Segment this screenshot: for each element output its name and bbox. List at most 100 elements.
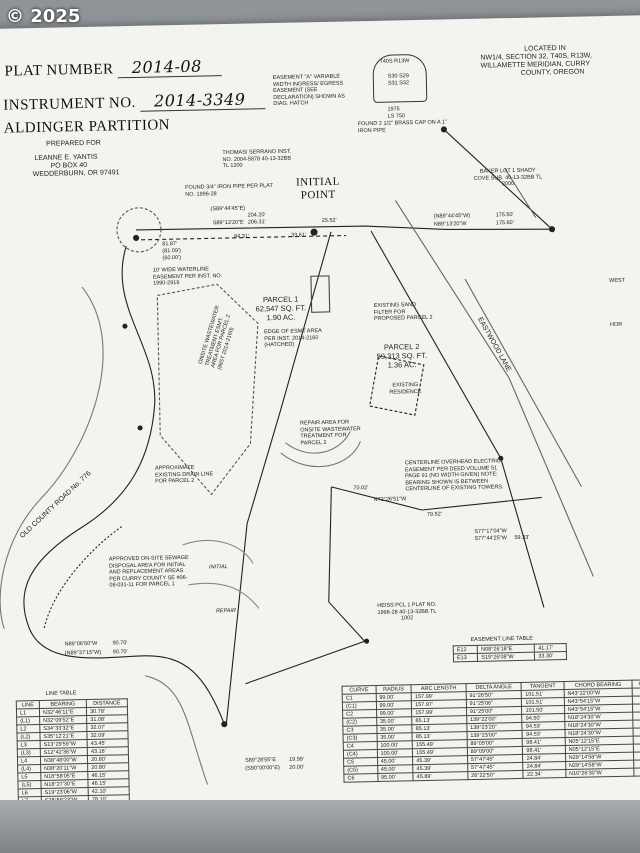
dim-60-00: (60.00') [162,255,181,261]
monument-marker-4 [221,721,228,728]
sand-filter-note: EXISTING SAND FILTER FOR PROPOSED PARCEL… [373,302,433,322]
dim-84-31: 84.31' [234,234,249,240]
dim-81-87: 81.87' [162,241,177,247]
easement-table-row-cell: E13 [453,653,478,662]
easement-table-title: EASEMENT LINE TABLE [470,635,534,643]
curve-table-row-cell [633,727,640,737]
curve-table-row-cell [633,719,640,729]
monument-marker-5 [364,638,370,644]
waterline-note: 10' WIDE WATERLINE EASEMENT PER INST. No… [152,266,223,287]
south-line-parcel2 [331,486,542,511]
parcel1-acres: 1.90 Ac. [266,312,296,323]
parcel-division-line [225,231,332,725]
curve-table-row-cell [633,735,640,745]
centerline-note: CENTERLINE OVERHEAD ELECTRIC EASEMENT PE… [404,458,504,493]
north-boundary [135,225,553,231]
bearing-south-2: S77°44'25"W [474,535,507,542]
repair-area-note: REPAIR AREA FOR ONSITE WASTEWATER TREATM… [299,419,361,447]
monument-marker-3 [137,425,143,431]
found-pipe-note: FOUND 3/4" IRON PIPE PER PLAT No. 1996-2… [185,183,273,198]
initial-area-label: INITIAL [208,564,228,571]
plat-document: PLAT NUMBER 2014-08 INSTRUMENT NO. 2014-… [0,14,640,838]
residence-label: EXISTING RESIDENCE [389,382,422,396]
curve-table-row-cell: 22.34' [523,769,566,779]
repair-arc-2 [280,441,361,468]
plat-map: 81.87' (81.09') (60.00') 84.31' 33.61' 2… [0,126,594,785]
nw-corner-circle [116,207,162,253]
parcel1-label: PARCEL 1 62,547 Sq. Ft. 1.90 Ac. [255,294,307,323]
edge-esmt-note: EDGE OF ESMT AREA PER INST. 2014-2160 (H… [264,328,322,349]
road-bottom-edge [145,675,209,785]
repair-arc-1 [285,431,351,454]
bearing-road-1: N89°06'50"W [65,641,99,648]
curve-table-row-cell [633,743,640,753]
bearing-bottom-2: (S90°00'00"E) [245,765,280,772]
eastwood-lane-edge-2 [464,278,582,487]
bearing-bottom-1: S89°28'55"E [245,757,276,764]
dim-90-70b: 90.70' [113,649,128,655]
dim-33-61: 33.61' [291,232,306,238]
monument-marker-7 [548,226,556,233]
waterline-line [141,234,347,241]
road-west-edge [0,286,104,629]
eastwood-lane-edge [394,200,594,577]
heiss-west-line [245,486,366,685]
dim-204-20: 204.20' [248,212,266,218]
dim-59-33: 59.33' [514,535,529,541]
curve-table-row-cell [634,767,640,777]
curve-table-row-cell: C6 [343,773,378,783]
line-table-title: LINE TABLE [45,690,77,697]
curve-table-row-cell [632,711,640,721]
dim-90-70a: 90.70' [113,640,128,646]
monument-marker-6 [498,455,504,461]
curve-table-row-cell: N10°26'30"W [565,768,635,778]
monument-marker-2 [122,323,128,329]
dim-206-31: 206.31' [248,219,266,225]
initial-point-label: INITIAL POINT [295,175,341,202]
sewage-disposal-note: APPROVED ON-SITE SEWAGE DISPOSAL AREA FO… [108,554,189,589]
septic-arc-1 [182,540,254,564]
hor-label: HOR [609,321,623,329]
dim-81-09: (81.09') [162,248,181,254]
repair-area-label: REPAIR [215,607,237,615]
eastwood-lane-label: EASTWOOD LANE [476,316,512,373]
dim-70-02: 70.02' [353,485,368,491]
easement-table-row-cell: S19°26'08"W [477,652,535,662]
baker-note: BAKER LOT 1 SHADY COVE SUB. 40-13-32BB T… [473,167,543,188]
dim-20-00: 20.00' [289,765,304,771]
curve-col-header: CHO [632,679,640,689]
easement-area [156,283,259,496]
bearing-n2: S89°13'20"E [213,220,244,227]
curve-table-row-cell: 95.00' [377,772,414,782]
heiss-note: HEISS PCL 1 PLAT No. 1996-28 40-13-32BB … [377,601,437,622]
curve-table-row-cell: 45.89' [413,771,468,781]
curve-table-row-cell [633,751,640,761]
bearing-electric-1: N72°26'51"W [374,496,408,503]
copyright-watermark: © 2025 [6,6,81,27]
curve-table-row-cell [632,695,640,705]
bearing-south-1: S77°17'04"W [474,528,507,535]
dim-25-52: 25.52' [322,218,337,224]
baker-corner-line [504,167,537,218]
septic-arc-2 [188,582,260,609]
curve-table-row-cell [632,687,640,697]
dim-19-99: 19.99' [289,757,304,763]
bearing-road-2: (N89°37'15"W) [65,650,102,657]
road-inner-line [43,525,123,629]
bearing-ne1: (N89°44'45"W) [434,213,471,220]
drain-line-note: APPROXIMATE EXISTING DRAIN LINE FOR PARC… [154,464,214,485]
dim-175-50: 175.50' [496,212,514,218]
old-county-road-line [23,245,225,725]
thomas-serrano-note: THOMAS/ SERRANO INST. No. 2004-5878 40-1… [222,148,292,170]
monument-marker-1 [133,234,140,241]
ne-tie-line [443,129,553,230]
dim-79-52: 79.52' [427,512,442,518]
curve-table-row-cell [633,759,640,769]
sand-filter [310,275,331,313]
bearing-ne2: N89°13'20"W [434,221,468,228]
easement-table-row-cell: 33.30' [534,651,567,661]
parcel2-east-line [370,230,545,608]
